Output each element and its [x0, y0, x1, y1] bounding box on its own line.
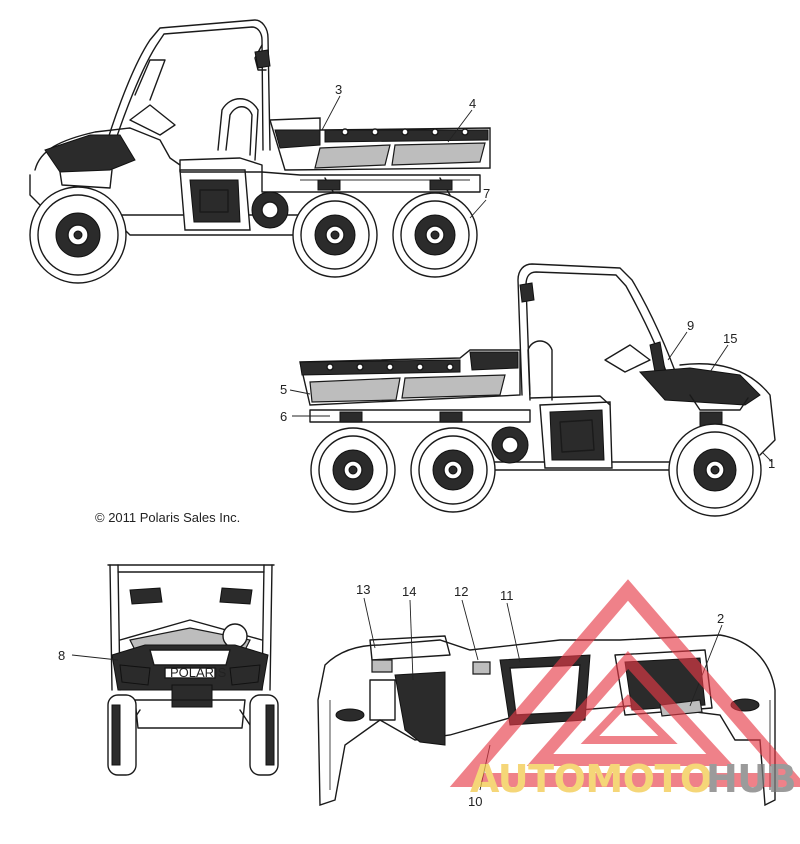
vehicle-side-view-right — [299, 263, 776, 517]
callout-1: 1 — [768, 456, 775, 471]
watermark-logo: AUTOMOTO HUB — [449, 579, 800, 801]
rear-wheel — [392, 192, 478, 278]
callout-8: 8 — [58, 648, 65, 663]
callout-15: 15 — [723, 331, 737, 346]
watermark-triangle-icon — [449, 579, 800, 787]
callout-2: 2 — [717, 611, 724, 626]
front-wheel-2 — [668, 423, 762, 517]
vehicle-front-view: POLARIS — [107, 564, 279, 776]
vehicle-side-view-left — [29, 19, 491, 284]
callout-3: 3 — [335, 82, 342, 97]
callout-12: 12 — [454, 584, 468, 599]
callout-11: 11 — [500, 588, 514, 603]
callout-13: 13 — [356, 582, 370, 597]
watermark-text-secondary: HUB — [706, 757, 796, 801]
callout-14: 14 — [402, 584, 416, 599]
callout-7: 7 — [483, 186, 490, 201]
middle-wheel — [292, 192, 378, 278]
callout-5: 5 — [280, 382, 287, 397]
callout-10: 10 — [468, 794, 482, 809]
rear-wheel-2 — [310, 427, 396, 513]
callout-4: 4 — [469, 96, 476, 111]
front-wheel — [29, 186, 127, 284]
grille-badge: POLARIS — [170, 665, 227, 680]
middle-wheel-2 — [410, 427, 496, 513]
front-right-tire — [249, 694, 279, 776]
callout-9: 9 — [687, 318, 694, 333]
callouts: 3 4 7 9 15 5 6 1 © 2011 Polaris Sales In… — [58, 82, 775, 809]
front-left-tire — [107, 694, 137, 776]
callout-6: 6 — [280, 409, 287, 424]
watermark-text-primary: AUTOMOTO — [470, 757, 712, 801]
copyright-notice: © 2011 Polaris Sales Inc. — [95, 510, 240, 525]
